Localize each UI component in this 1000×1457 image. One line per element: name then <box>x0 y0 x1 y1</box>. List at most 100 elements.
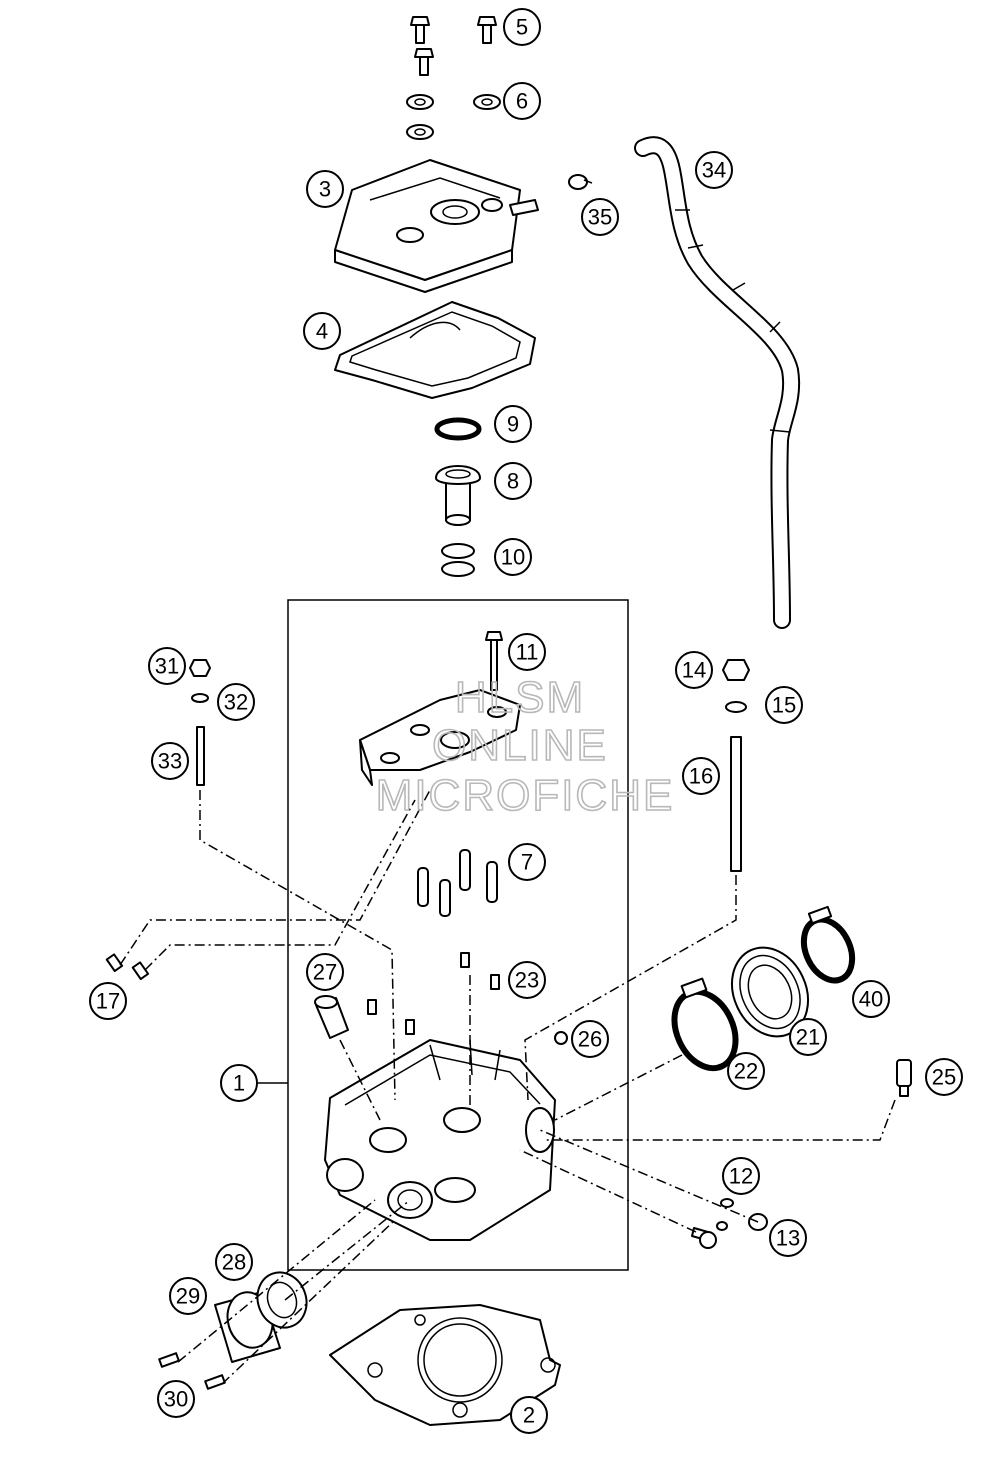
callout-number: 32 <box>224 690 248 715</box>
callout-8: 8 <box>494 462 532 500</box>
exhaust-flange <box>214 1271 308 1363</box>
callout-number: 35 <box>588 205 612 230</box>
callout-number: 4 <box>316 319 328 344</box>
callout-4: 4 <box>303 312 341 350</box>
callout-circle <box>494 405 532 443</box>
callout-circle <box>169 1277 207 1315</box>
dowel-sleeve <box>314 995 349 1039</box>
callout-number: 34 <box>702 158 726 183</box>
callout-circle <box>220 1064 258 1102</box>
small-bolts <box>105 953 150 981</box>
flange-bolts <box>158 1352 226 1390</box>
callout-number: 30 <box>164 1387 188 1412</box>
outer-clamp <box>800 905 856 984</box>
callout-29: 29 <box>169 1277 207 1315</box>
callout-number: 10 <box>501 545 525 570</box>
callout-number: 25 <box>932 1065 956 1090</box>
callout-7: 7 <box>508 843 546 881</box>
callout-number: 29 <box>176 1284 200 1309</box>
callout-number: 16 <box>689 764 713 789</box>
callout-33: 33 <box>151 742 189 780</box>
callout-number: 2 <box>523 1403 535 1428</box>
callout-circle <box>789 1018 827 1056</box>
o-rings <box>441 543 475 577</box>
callout-circle <box>494 462 532 500</box>
callout-12: 12 <box>722 1157 760 1195</box>
callout-circle <box>306 170 344 208</box>
callout-number: 22 <box>734 1059 758 1084</box>
valve-cover <box>334 159 539 293</box>
callout-6: 6 <box>503 82 541 120</box>
camshaft-carrier-bolt <box>485 631 503 691</box>
callout-number: 1 <box>233 1071 245 1096</box>
watermark: HLSM ONLINE MICROFICHE <box>375 672 673 821</box>
callout-number: 40 <box>859 987 883 1012</box>
intake-rubber <box>731 946 809 1038</box>
callout-circle <box>148 647 186 685</box>
callout-number: 13 <box>776 1226 800 1251</box>
callout-13: 13 <box>769 1219 807 1257</box>
seal-ring <box>434 417 482 441</box>
callout-number: 31 <box>155 654 179 679</box>
callout-22: 22 <box>727 1052 765 1090</box>
callout-number: 17 <box>96 989 120 1014</box>
callout-31: 31 <box>148 647 186 685</box>
callout-number: 6 <box>516 89 528 114</box>
valve-guides <box>417 849 498 917</box>
callout-3: 3 <box>306 170 344 208</box>
callout-14: 14 <box>675 651 713 689</box>
valve-cover-gasket <box>334 301 536 399</box>
callout-circle <box>89 982 127 1020</box>
spark-plug-sleeve <box>435 465 481 526</box>
callout-circle <box>510 1396 548 1434</box>
callout-number: 5 <box>516 15 528 40</box>
camshaft-carrier <box>359 689 521 786</box>
callout-number: 11 <box>516 640 539 665</box>
callout-number: 28 <box>222 1250 246 1275</box>
callout-circle <box>581 198 619 236</box>
callout-number: 12 <box>729 1164 753 1189</box>
callout-circle <box>508 633 546 671</box>
callout-circle <box>765 686 803 724</box>
callout-26: 26 <box>571 1020 609 1058</box>
callout-circle <box>217 683 255 721</box>
callout-21: 21 <box>789 1018 827 1056</box>
callout-1: 1 <box>220 1064 258 1102</box>
callout-30: 30 <box>157 1380 195 1418</box>
callout-10: 10 <box>494 538 532 576</box>
callout-11: 11 <box>508 633 546 671</box>
right-stud-set <box>722 659 750 872</box>
watermark-line-2: ONLINE <box>432 721 608 770</box>
callout-number: 27 <box>313 960 337 985</box>
callout-circle <box>508 961 546 999</box>
plug <box>554 1031 568 1045</box>
callout-number: 26 <box>578 1027 602 1052</box>
callout-circle <box>503 8 541 46</box>
watermark-line-1: HLSM <box>455 673 585 722</box>
callout-number: 3 <box>319 177 331 202</box>
callout-number: 14 <box>682 658 706 683</box>
hose-clamp-small <box>568 174 593 190</box>
leader-lines <box>119 789 896 1385</box>
dowel-pins <box>367 952 500 1035</box>
callout-16: 16 <box>682 757 720 795</box>
temperature-sensor <box>896 1059 912 1097</box>
cover-bolts <box>410 16 497 76</box>
callout-number: 8 <box>507 469 519 494</box>
callout-circle <box>306 953 344 991</box>
breather-hose <box>634 136 801 629</box>
callout-circle <box>215 1243 253 1281</box>
callout-5: 5 <box>503 8 541 46</box>
callout-circle <box>508 843 546 881</box>
callout-32: 32 <box>217 683 255 721</box>
callout-circle <box>695 151 733 189</box>
callout-9: 9 <box>494 405 532 443</box>
callout-17: 17 <box>89 982 127 1020</box>
intake-clamp <box>671 977 739 1072</box>
callout-34: 34 <box>695 151 733 189</box>
cylinder-head <box>324 1039 556 1241</box>
callout-circle <box>682 757 720 795</box>
